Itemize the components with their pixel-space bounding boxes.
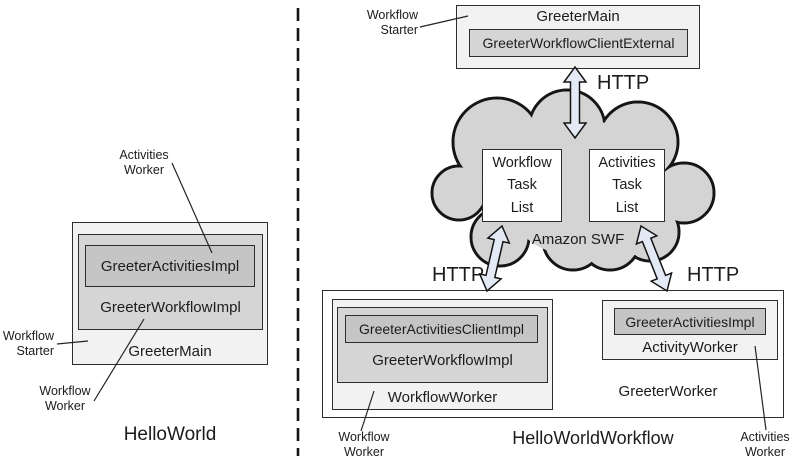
- greeterworkflowclientexternal-box: GreeterWorkflowClientExternal: [469, 29, 688, 57]
- http-label-top: HTTP: [597, 72, 650, 94]
- helloworldworkflow-caption: HelloWorldWorkflow: [512, 428, 674, 448]
- workflow-greeterworkflowimpl-label: GreeterWorkflowImpl: [372, 352, 513, 369]
- workflowworker-label: WorkflowWorker: [387, 389, 498, 406]
- workflow-task-list-box: Workflow Task List: [482, 149, 562, 222]
- activityworker-label: ActivityWorker: [642, 339, 738, 356]
- workflow-greeteractivitiesimpl-label: GreeterActivitiesImpl: [625, 313, 755, 330]
- annotation-workflow-worker-bottom: Workflow Worker: [338, 430, 390, 460]
- annotation-workflow-starter-left: Workflow Starter: [2, 329, 54, 359]
- helloworld-greeteractivitiesimpl-box: GreeterActivitiesImpl: [85, 245, 255, 287]
- helloworld-greeterworkflowimpl-label: GreeterWorkflowImpl: [100, 299, 241, 316]
- http-arrow-top-icon: [562, 65, 588, 140]
- greeteractivitiesclientimpl-label: GreeterActivitiesClientImpl: [359, 321, 524, 337]
- activities-task-list-box: Activities Task List: [589, 149, 665, 222]
- http-label-right: HTTP: [687, 264, 740, 286]
- helloworld-greeteractivitiesimpl-label: GreeterActivitiesImpl: [100, 257, 240, 275]
- amazon-swf-label: Amazon SWF: [531, 231, 625, 248]
- annotation-activities-worker-left: Activities Worker: [119, 148, 169, 178]
- greeterworkflowclientexternal-label: GreeterWorkflowClientExternal: [482, 35, 675, 51]
- workflow-greetermain-label: GreeterMain: [536, 8, 620, 25]
- annotation-workflow-starter-top: Workflow Starter: [366, 8, 418, 38]
- workflow-greeteractivitiesimpl-box: GreeterActivitiesImpl: [614, 308, 766, 335]
- annotation-workflow-worker-left: Workflow Worker: [39, 384, 91, 414]
- workflow-task-list-label: Workflow Task List: [492, 154, 552, 216]
- helloworld-greetermain-label: GreeterMain: [128, 343, 212, 360]
- greeteractivitiesclientimpl-box: GreeterActivitiesClientImpl: [345, 315, 538, 343]
- http-label-left: HTTP: [432, 264, 485, 286]
- annotation-activities-worker-bottom: Activities Worker: [740, 430, 790, 460]
- helloworld-caption: HelloWorld: [123, 424, 217, 445]
- activities-task-list-label: Activities Task List: [598, 154, 656, 216]
- http-arrow-right-icon: [635, 224, 673, 293]
- greeterworker-label: GreeterWorker: [618, 383, 718, 400]
